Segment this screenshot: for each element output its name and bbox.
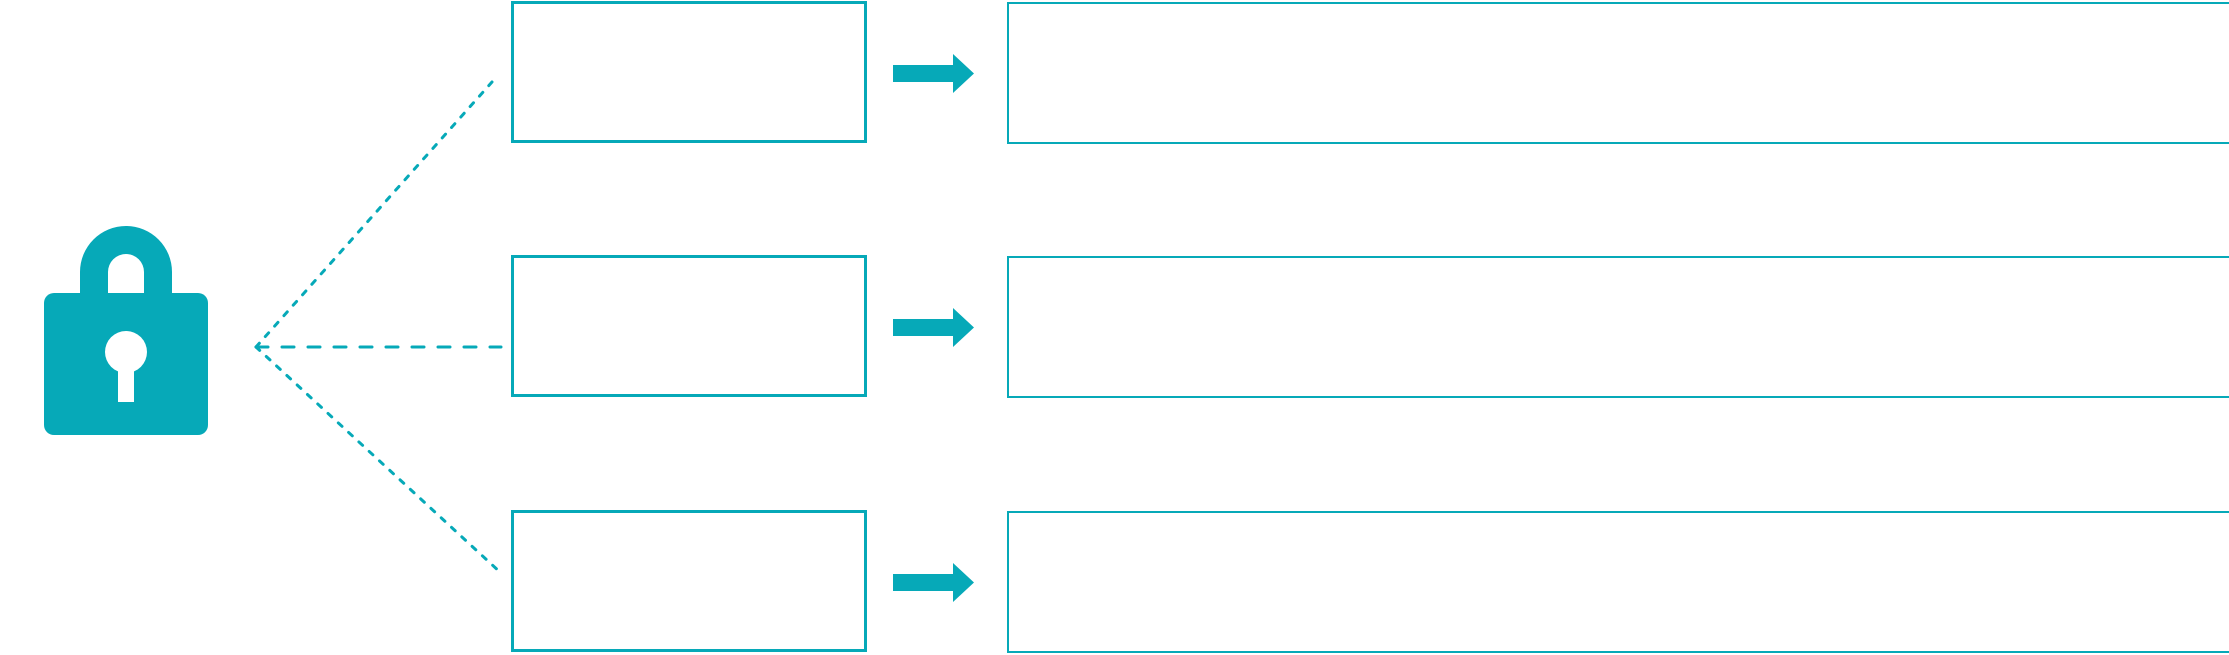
left-box-1[interactable] [511, 1, 867, 143]
right-box-2[interactable] [1007, 256, 2229, 398]
arrow-right-icon [893, 54, 974, 93]
connector-branch-top [254, 80, 494, 349]
right-box-1[interactable] [1007, 2, 2229, 144]
right-box-3[interactable] [1007, 511, 2229, 653]
arrow-right-icon [893, 563, 974, 602]
left-box-3[interactable] [511, 510, 867, 652]
lock-icon [28, 210, 224, 445]
arrow-right-icon [893, 308, 974, 347]
left-box-2[interactable] [511, 255, 867, 397]
connector-branch-bottom [254, 345, 503, 575]
